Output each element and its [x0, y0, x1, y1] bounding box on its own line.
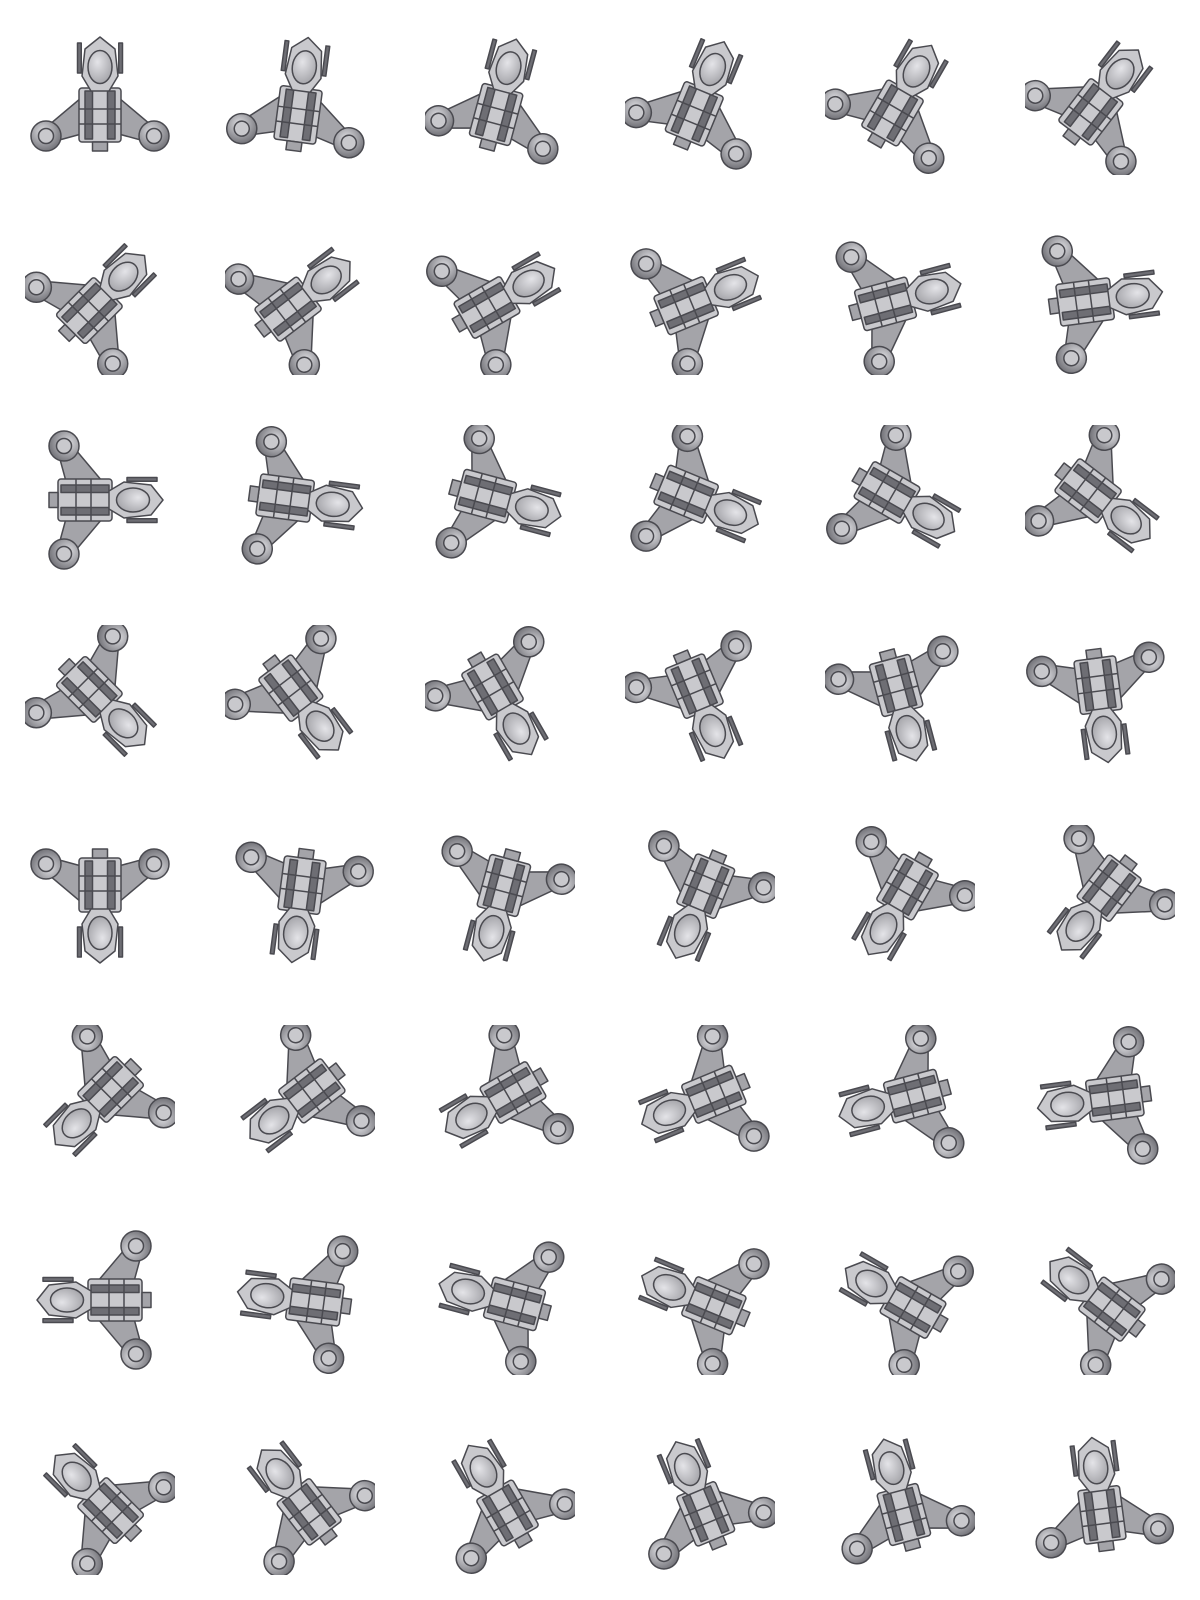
spaceship-sprite: [851, 826, 975, 962]
sprite-frame: [400, 200, 600, 400]
spaceship-sprite: [841, 1438, 975, 1565]
spaceship-sprite: [441, 835, 575, 962]
spaceship-sprite: [236, 1235, 359, 1374]
spaceship-sprite: [1046, 825, 1175, 960]
spaceship-sprite: [235, 841, 374, 964]
spaceship-sprite: [43, 1443, 175, 1575]
spaceship-sprite: [637, 1025, 770, 1152]
sprite-frame: [1000, 400, 1200, 600]
spaceship-sprite: [825, 635, 959, 762]
spaceship-sprite: [226, 36, 365, 159]
sprite-frame: [600, 1000, 800, 1200]
spaceship-sprite: [838, 1251, 974, 1375]
spaceship-sprite: [241, 426, 364, 565]
sprite-frame: [200, 0, 400, 200]
sprite-frame: [600, 1200, 800, 1400]
spaceship-sprite: [1040, 1246, 1175, 1375]
spaceship-sprite: [246, 1440, 375, 1575]
sprite-frame: [400, 1200, 600, 1400]
spaceship-sprite: [43, 1025, 175, 1157]
sprite-frame: [1000, 600, 1200, 800]
spaceship-sprite: [1025, 40, 1154, 175]
spaceship-sprite: [648, 830, 775, 963]
spaceship-sprite: [425, 38, 559, 165]
sprite-frame: [400, 600, 600, 800]
spaceship-sprite: [630, 425, 763, 552]
sprite-frame: [0, 400, 200, 600]
spaceship-sprite: [48, 430, 164, 570]
sprite-frame: [1000, 1200, 1200, 1400]
spaceship-sprite: [225, 625, 354, 760]
spaceship-sprite: [451, 1438, 575, 1574]
sprite-frame: [0, 1400, 200, 1600]
spaceship-sprite: [1041, 235, 1164, 374]
sprite-frame: [400, 800, 600, 1000]
sprite-frame: [1000, 1000, 1200, 1200]
sprite-frame: [600, 1400, 800, 1600]
sprite-frame: [200, 1200, 400, 1400]
spaceship-sprite: [838, 1025, 965, 1159]
sprite-frame: [200, 600, 400, 800]
sprite-frame: [0, 800, 200, 1000]
spaceship-sprite: [425, 626, 549, 762]
sprite-frame: [1000, 0, 1200, 200]
sprite-frame: [600, 0, 800, 200]
spaceship-sprite: [826, 425, 962, 549]
sprite-frame: [1000, 800, 1200, 1000]
sprite-frame: [800, 1000, 1000, 1200]
sprite-frame: [400, 1400, 600, 1600]
sprite-frame: [0, 200, 200, 400]
sprite-frame: [800, 1200, 1000, 1400]
spaceship-sprite: [25, 625, 157, 757]
spaceship-sprite: [648, 1437, 775, 1570]
sprite-frame: [0, 600, 200, 800]
spaceship-sprite: [825, 38, 949, 174]
spaceship-sprite: [36, 1230, 152, 1370]
spaceship-sprite: [225, 246, 360, 375]
sprite-frame: [600, 400, 800, 600]
spaceship-sprite: [426, 251, 562, 375]
spaceship-sprite: [435, 425, 562, 559]
sprite-frame: [800, 200, 1000, 400]
sprite-frame: [1000, 1400, 1200, 1600]
sprite-frame: [400, 0, 600, 200]
spaceship-sprite: [835, 241, 962, 375]
sprite-frame: [200, 400, 400, 600]
sprite-frame: [0, 0, 200, 200]
sprite-frame: [600, 200, 800, 400]
sprite-frame: [400, 1000, 600, 1200]
spaceship-sprite: [1036, 1026, 1159, 1165]
spaceship-sprite: [240, 1025, 375, 1154]
spaceship-sprite: [625, 37, 752, 170]
sprite-frame: [800, 1400, 1000, 1600]
sprite-frame: [0, 1200, 200, 1400]
sprite-frame: [800, 600, 1000, 800]
spaceship-sprite: [637, 1248, 770, 1375]
sprite-frame: [0, 1000, 200, 1200]
spaceship-sprite: [438, 1025, 574, 1149]
sprite-frame: [600, 800, 800, 1000]
spaceship-sprite: [630, 248, 763, 375]
spaceship-sprite: [30, 36, 170, 152]
spaceship-sprite: [30, 848, 170, 964]
sprite-frame: [600, 600, 800, 800]
sprite-frame: [800, 0, 1000, 200]
spaceship-sprite: [625, 630, 752, 763]
sprite-frame: [800, 800, 1000, 1000]
sprite-frame: [400, 400, 600, 600]
spaceship-sprite: [1026, 641, 1165, 764]
sprite-frame: [1000, 200, 1200, 400]
spaceship-sprite: [438, 1241, 565, 1375]
spaceship-sprite: [1035, 1436, 1174, 1559]
sprite-frame: [200, 800, 400, 1000]
sprite-frame: [200, 200, 400, 400]
sprite-frame: [200, 1400, 400, 1600]
spaceship-sprite: [1025, 425, 1160, 554]
spaceship-sprite: [25, 243, 157, 375]
sprite-frame: [800, 400, 1000, 600]
sprite-frame: [200, 1000, 400, 1200]
